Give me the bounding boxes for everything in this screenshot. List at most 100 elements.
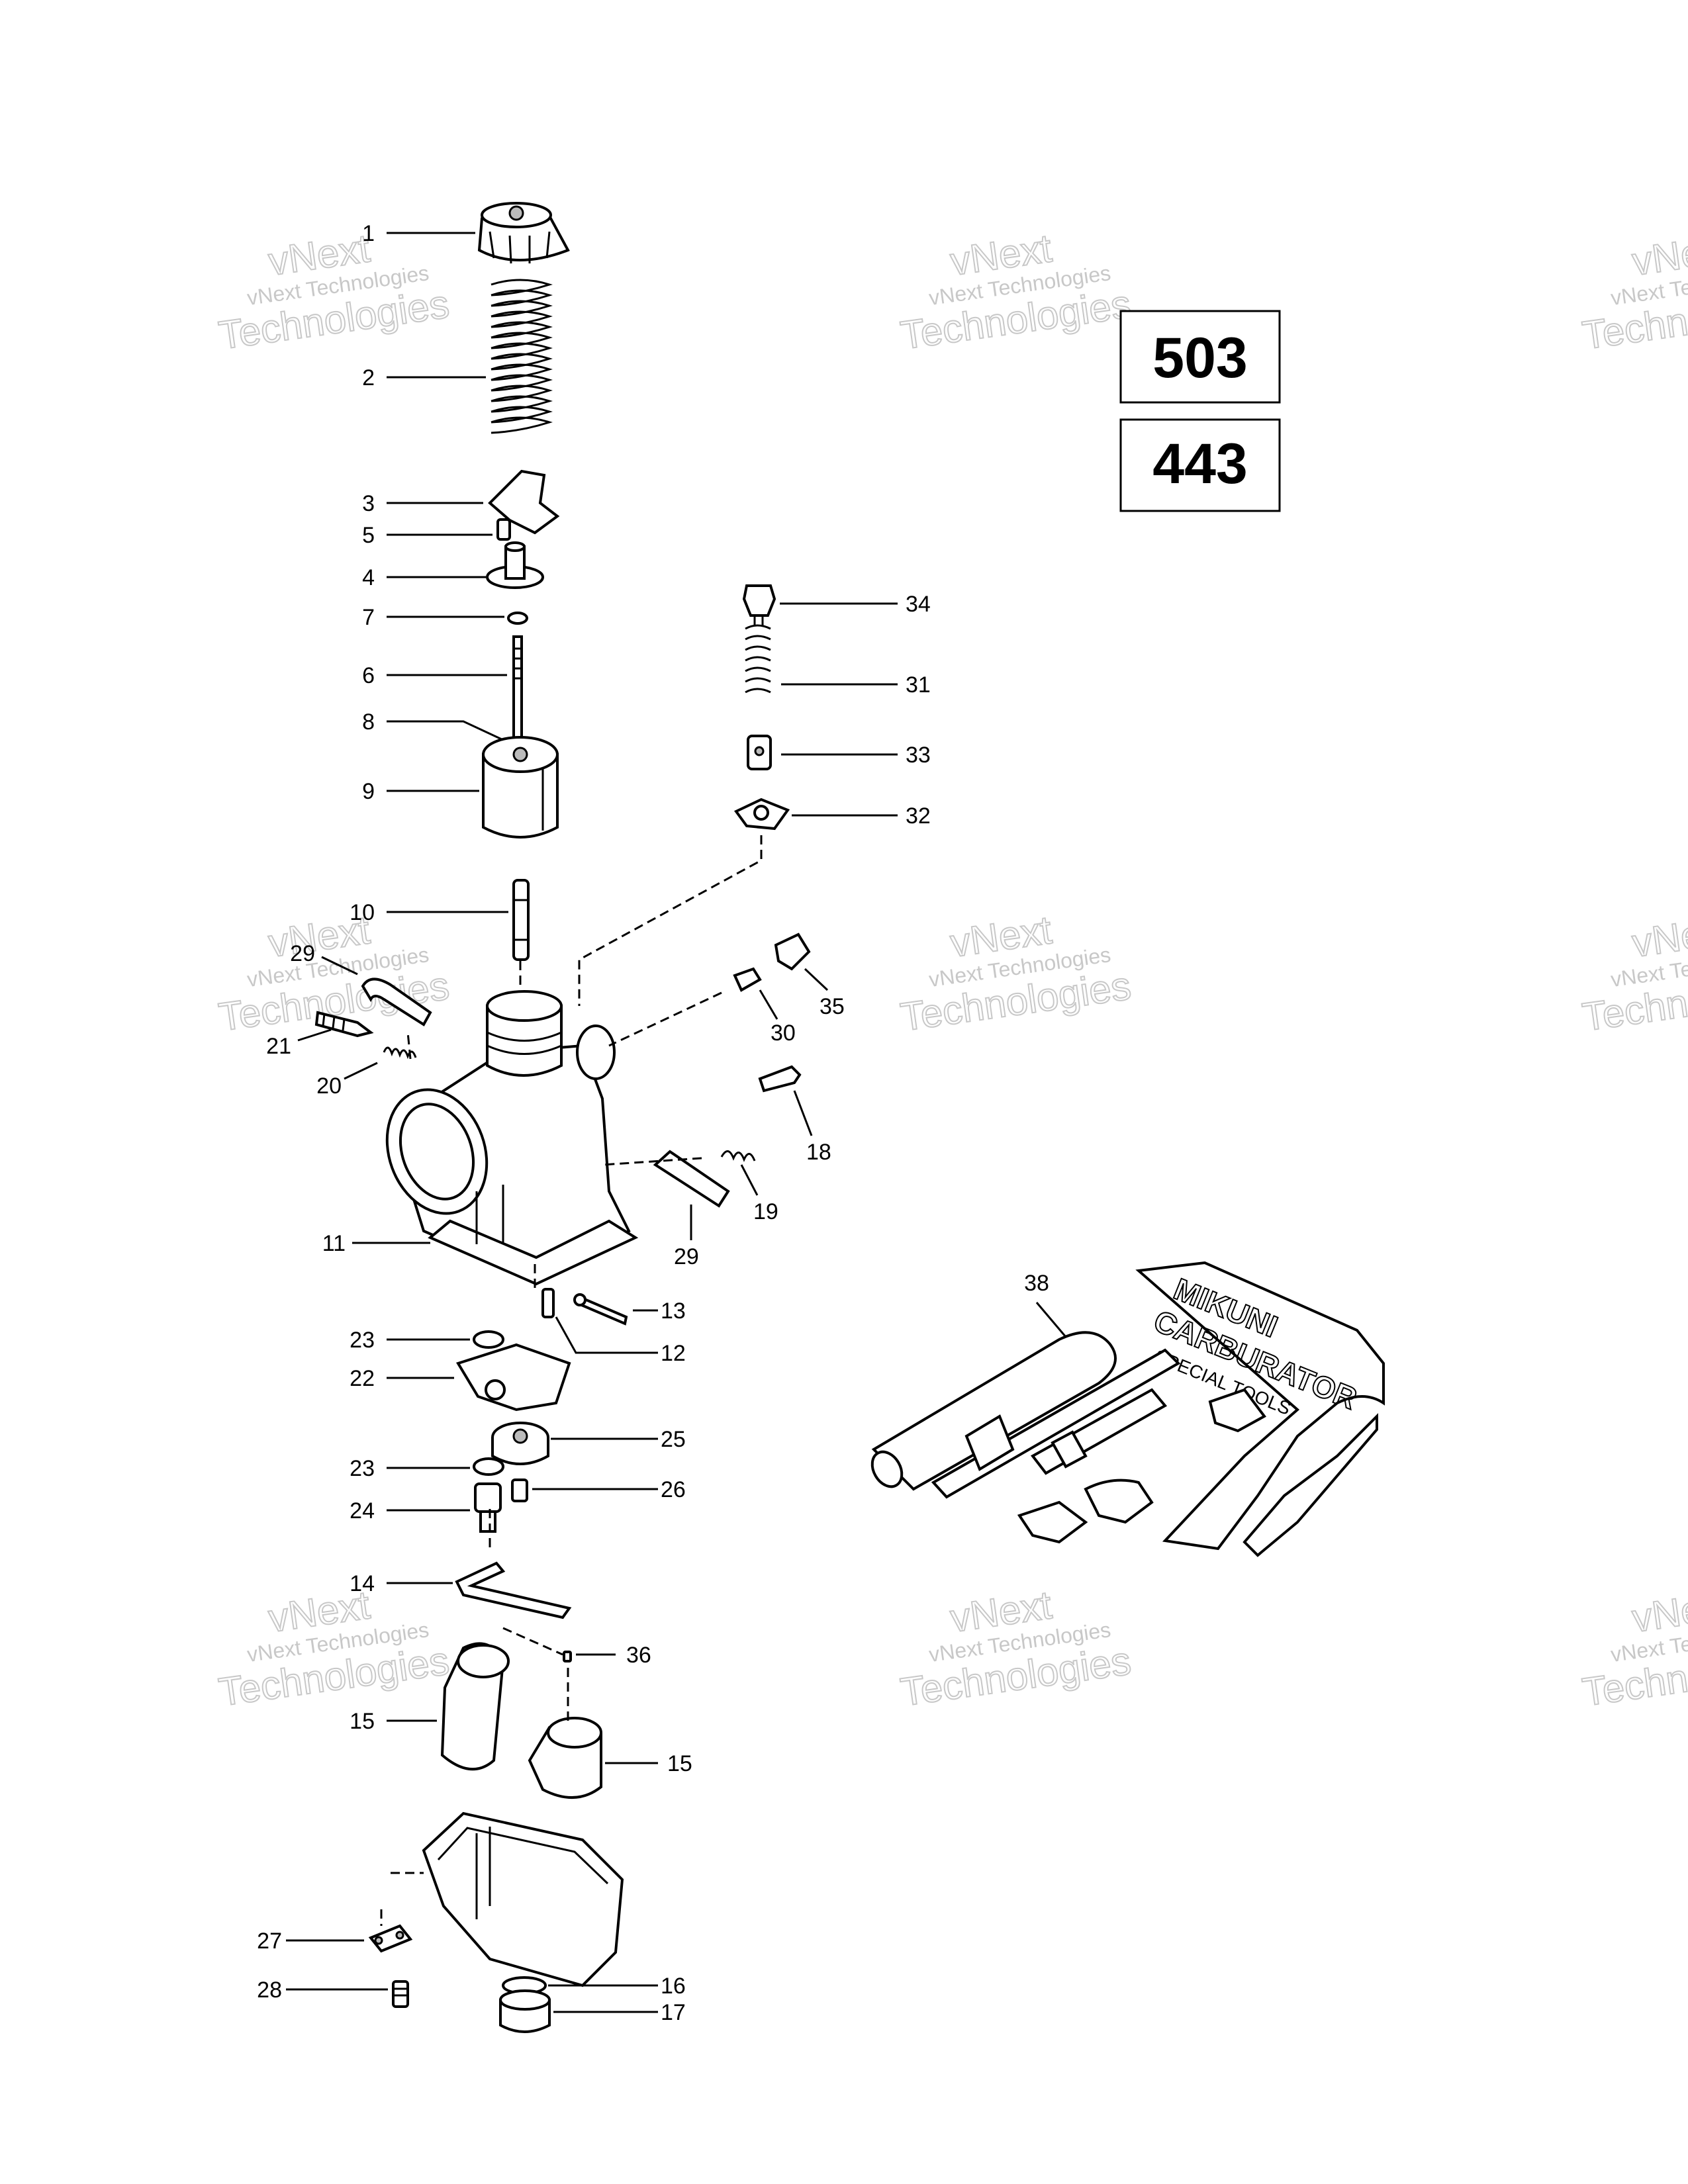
starter-plunger-gasket [733, 797, 790, 831]
watermark-line1: vNext [1630, 1582, 1688, 1641]
callout-label: 2 [362, 365, 375, 390]
callout-label: 8 [362, 709, 375, 735]
callout-label: 16 [661, 1974, 686, 1999]
callout-label: 18 [806, 1140, 831, 1165]
callout-label: 4 [362, 565, 375, 590]
parts-right-column [541, 584, 811, 1662]
float-pin-screw [563, 1651, 572, 1662]
callout-label: 1 [362, 221, 375, 246]
watermark: vNext vNext Technologies Technologies [1579, 1582, 1688, 1715]
callout-label: 38 [1024, 1271, 1049, 1296]
callout-label: 31 [906, 672, 931, 698]
watermark-line1: vNext [1630, 226, 1688, 284]
needle-jet-washer-top [473, 1330, 504, 1349]
starter-plunger-spring [745, 624, 771, 694]
needle-holder [486, 541, 544, 589]
air-screw [314, 1011, 374, 1038]
retainer-screw [496, 518, 511, 541]
callout-label: 35 [820, 994, 845, 1019]
carburetor-body [385, 990, 639, 1286]
watermark-line1: vNext [1630, 907, 1688, 966]
callout-label: 21 [266, 1034, 291, 1059]
callout-numbers: 1 2 3 5 4 7 6 8 9 10 29 21 20 11 23 22 2… [257, 221, 1049, 2025]
callout-label: 30 [771, 1021, 796, 1046]
callout-label: 36 [626, 1643, 651, 1668]
idle-adjust-screw-rubber [733, 967, 762, 992]
e-clip [507, 612, 528, 625]
float-chamber-plug [499, 1989, 551, 2033]
callout-label: 11 [322, 1231, 346, 1256]
pilot-air-screw [758, 1065, 802, 1093]
callout-label: 28 [257, 1978, 282, 2003]
callout-label: 3 [362, 491, 375, 516]
vent-tube-left [361, 978, 432, 1026]
float-arm-plate [455, 1343, 571, 1412]
callout-label: 13 [661, 1298, 686, 1324]
watermark: vNext vNext Technologies Technologies [215, 1582, 452, 1715]
float-left [440, 1642, 510, 1771]
float-chamber-screw [392, 1980, 409, 2008]
needle-jet [512, 879, 530, 961]
callout-label: 6 [362, 663, 375, 688]
mixing-chamber-cap [477, 202, 570, 264]
float-right [528, 1717, 602, 1799]
watermark: vNext vNext Technologies Technologies [215, 225, 452, 358]
callout-label: 23 [350, 1328, 375, 1353]
starter-plunger [747, 735, 772, 770]
watermark: vNext vNext Technologies Technologies [897, 225, 1134, 358]
callout-label: 33 [906, 743, 931, 768]
callout-label: 22 [350, 1366, 375, 1391]
pin [573, 1293, 628, 1326]
carburetor-special-tools-kit: MIKUNI CARBURATOR SPECIAL TOOLS [870, 1261, 1385, 1557]
callout-label: 9 [362, 779, 375, 804]
callout-label: 23 [350, 1456, 375, 1481]
starter-plunger-nut [742, 584, 776, 625]
watermark: vNext vNext Technologies Technologies [1579, 907, 1688, 1040]
model-box-443: 443 [1119, 418, 1281, 512]
float-chamber-washer-lower [473, 1457, 504, 1476]
callout-label: 14 [350, 1571, 375, 1596]
idle-screw-cap [774, 933, 811, 971]
throttle-valve [482, 736, 559, 839]
parts-left-column [314, 202, 639, 2033]
throttle-spring [491, 279, 553, 434]
callout-label: 19 [753, 1199, 778, 1224]
needle-retainer-plate [488, 469, 560, 535]
callout-label: 17 [661, 2000, 686, 2025]
watermark: vNext vNext Technologies Technologies [897, 907, 1134, 1040]
callout-label: 34 [906, 592, 931, 617]
watermark: vNext vNext Technologies Technologies [1579, 225, 1688, 358]
main-jet-holder [491, 1422, 549, 1465]
needle-valve [541, 1288, 555, 1318]
pilot-jet [511, 1479, 528, 1502]
watermark: vNext vNext Technologies Technologies [897, 1582, 1134, 1715]
callout-label: 15 [667, 1751, 692, 1776]
model-box-frame [1119, 418, 1281, 512]
main-jet [474, 1482, 502, 1533]
callout-label: 20 [316, 1073, 342, 1099]
callout-label: 7 [362, 605, 375, 630]
callout-label: 27 [257, 1929, 282, 1954]
float-chamber [422, 1811, 624, 1987]
callout-label: 29 [674, 1244, 699, 1269]
float-arm [455, 1561, 572, 1619]
model-box-503: 503 [1119, 310, 1281, 404]
callout-label: 26 [661, 1477, 686, 1502]
drain-plug-plate [368, 1924, 413, 1953]
callout-label: 12 [661, 1341, 686, 1366]
leader-lines [286, 232, 1067, 2013]
callout-label: 24 [350, 1498, 375, 1524]
callout-label: 25 [661, 1427, 686, 1452]
callout-label: 15 [350, 1709, 375, 1734]
model-box-label: 503 [1152, 326, 1248, 390]
model-box-label: 443 [1152, 432, 1248, 496]
vent-tube-right [653, 1150, 730, 1208]
model-box-frame [1119, 310, 1281, 404]
callout-label: 5 [362, 523, 375, 548]
pilot-air-screw-spring [720, 1150, 756, 1162]
jet-needle [512, 635, 523, 757]
callout-label: 32 [906, 803, 931, 829]
callout-label: 10 [350, 900, 375, 925]
assembly-lines [380, 835, 763, 1926]
